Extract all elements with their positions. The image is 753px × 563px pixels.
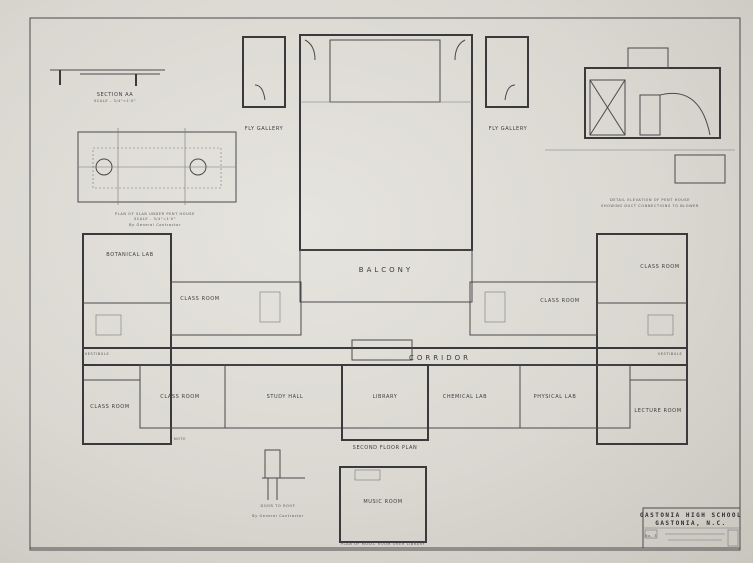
door-to-roof-detail [262, 449, 305, 500]
slab-plan-title: PLAN OF SLAB UNDER PENT HOUSE [115, 212, 195, 216]
room-vestibule-east: VESTIBULE [658, 352, 683, 356]
room-chemical-lab: CHEMICAL LAB [443, 394, 487, 400]
corridor-label: CORRIDOR [409, 354, 471, 362]
slab-plan-detail [77, 128, 237, 205]
room-class-room-sw: CLASS ROOM [90, 404, 129, 410]
title-city: GASTONIA, N.C. [655, 520, 727, 527]
music-room-plan-title: PLAN OF MUSIC ROOM OVER LIBRARY [341, 542, 426, 546]
penthouse-title: DETAIL ELEVATION OF PENT HOUSE [610, 198, 690, 202]
slab-plan-scale: SCALE - 3/4"=1'0" [134, 217, 176, 221]
first-floor-plan [82, 233, 688, 445]
balcony-label: BALCONY [359, 266, 413, 274]
fly-gallery-left [242, 36, 286, 108]
room-vestibule-west: VESTIBULE [85, 352, 110, 356]
slab-plan-contractor: By General Contractor [129, 223, 181, 227]
fly-gallery-right-label: FLY GALLERY [489, 126, 528, 132]
room-class-room-ne-inner: CLASS ROOM [540, 298, 579, 304]
room-botanical-lab: BOTANICAL LAB [106, 252, 153, 258]
room-study-hall: STUDY HALL [267, 394, 304, 400]
title-block [642, 507, 741, 549]
second-floor-plan-title: SECOND FLOOR PLAN [353, 445, 418, 451]
fly-gallery-right [485, 36, 529, 108]
section-aa-title: SECTION AA [97, 92, 134, 98]
title-sheet-number: No. 3 [645, 534, 657, 538]
room-music-room: MUSIC ROOM [363, 499, 402, 505]
sheet-border [29, 17, 741, 551]
note-label: NOTE [174, 437, 186, 441]
room-library: LIBRARY [373, 394, 398, 400]
title-school-name: GASTONIA HIGH SCHOOL [640, 512, 742, 519]
music-room-outline [339, 466, 427, 543]
door-to-roof-contractor: By General Contractor [252, 514, 304, 518]
door-to-roof-title: DOOR TO ROOF [261, 504, 296, 508]
room-class-room-s: CLASS ROOM [160, 394, 199, 400]
room-lecture-room: LECTURE ROOM [634, 408, 681, 414]
room-physical-lab: PHYSICAL LAB [534, 394, 577, 400]
penthouse-subtitle: SHOWING DUCT CONNECTIONS TO BLOWER [601, 204, 699, 208]
section-aa-detail [50, 69, 165, 86]
room-class-room-nw: CLASS ROOM [180, 296, 219, 302]
fly-gallery-left-label: FLY GALLERY [245, 126, 284, 132]
penthouse-elevation [545, 47, 735, 184]
room-class-room-ne: CLASS ROOM [640, 264, 679, 270]
auditorium [299, 34, 473, 303]
section-aa-scale: SCALE - 3/4"=1'0" [94, 99, 136, 103]
